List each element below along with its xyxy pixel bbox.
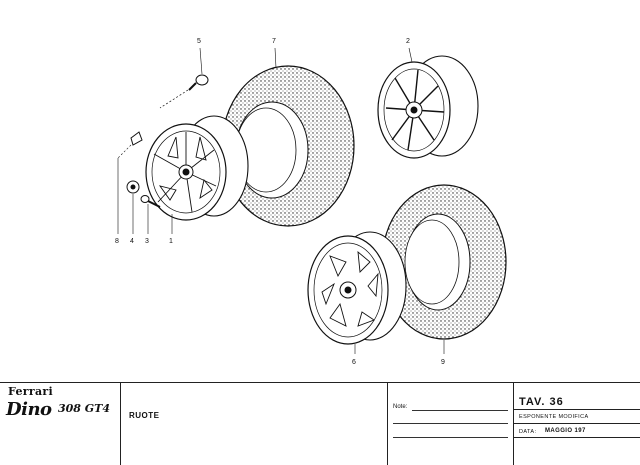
callout-4: 4 — [130, 238, 134, 245]
model-script-logo: Dino — [6, 399, 52, 420]
section-title: RUOTE — [129, 411, 160, 420]
bolt-3 — [140, 195, 161, 208]
date-value: MAGGIO 197 — [545, 428, 586, 434]
model-variant-logo: 308 GT4 — [58, 402, 111, 415]
esponente-label: ESPONENTE MODIFICA — [519, 414, 589, 420]
title-block-divider — [513, 409, 640, 410]
callout-5: 5 — [197, 38, 201, 45]
callout-6: 6 — [352, 359, 356, 366]
title-block-divider — [120, 382, 121, 465]
tyre-lower — [381, 184, 507, 340]
table-number: TAV. 36 — [519, 396, 564, 408]
title-block-divider — [513, 437, 640, 438]
note-line — [412, 410, 508, 411]
note-line — [393, 423, 508, 424]
callout-7: 7 — [272, 38, 276, 45]
title-block-top-border — [0, 382, 640, 383]
title-block: Ferrari Dino 308 GT4 RUOTE Note: TAV. 36… — [0, 382, 640, 465]
nut-4 — [126, 180, 140, 194]
exploded-wheel-drawing: 5 7 2 8 4 3 1 6 9 — [115, 38, 507, 366]
cap-8 — [117, 131, 143, 159]
valve-5 — [159, 74, 209, 109]
wheel-rim-upper-left — [145, 115, 249, 221]
note-line — [393, 437, 508, 438]
callout-8: 8 — [115, 238, 119, 245]
note-label: Note: — [393, 404, 408, 410]
tyre-upper — [221, 65, 355, 227]
brand-logo: Ferrari — [8, 385, 53, 398]
callout-1: 1 — [169, 238, 173, 245]
leader-lines — [117, 47, 445, 354]
wheel-rim-lower — [307, 231, 407, 345]
title-block-divider — [513, 423, 640, 424]
wheel-rim-upper-right — [377, 55, 479, 159]
callout-9: 9 — [441, 359, 445, 366]
date-label: DATA: — [519, 429, 537, 435]
title-block-divider — [387, 382, 388, 465]
callout-3: 3 — [145, 238, 149, 245]
callout-2: 2 — [406, 38, 410, 45]
